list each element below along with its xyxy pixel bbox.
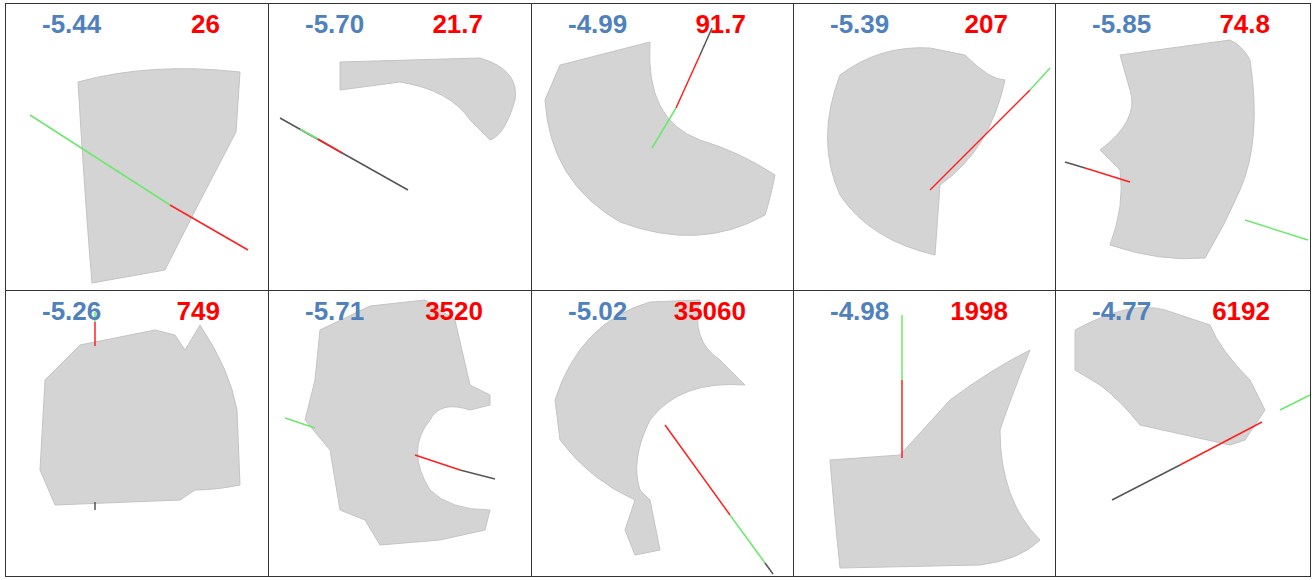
axis-line: [901, 380, 903, 458]
surface-patch: [340, 58, 516, 140]
axis-line: [676, 55, 700, 108]
axis-line: [930, 90, 1030, 190]
axis-line: [170, 205, 248, 250]
count-value: 74.8: [1219, 10, 1270, 39]
surface-patch: [555, 300, 745, 555]
axis-line: [1245, 220, 1308, 240]
axis-line: [765, 563, 773, 574]
energy-value: -5.71: [305, 297, 364, 326]
score-row: -5.39 207: [794, 10, 1008, 39]
surface-patch: [828, 48, 1006, 255]
energy-value: -4.77: [1092, 297, 1151, 326]
count-value: 207: [965, 10, 1008, 39]
result-panel: -5.85 74.8: [1055, 3, 1311, 291]
energy-value: -4.98: [830, 297, 889, 326]
axis-line: [1085, 168, 1130, 182]
result-panel: -4.98 1998: [793, 290, 1056, 577]
energy-value: -5.85: [1092, 10, 1151, 39]
axis-line: [318, 139, 342, 153]
surface-patch: [1100, 40, 1254, 259]
axis-line: [665, 425, 730, 515]
energy-value: -5.39: [830, 10, 889, 39]
axis-line: [1280, 395, 1310, 410]
score-row: -4.77 6192: [1056, 297, 1270, 326]
result-panel: -5.70 21.7: [268, 3, 532, 291]
energy-value: -5.02: [568, 297, 627, 326]
axis-line: [1030, 68, 1050, 90]
score-row: -5.44 26: [6, 10, 220, 39]
count-value: 21.7: [432, 10, 483, 39]
count-value: 91.7: [695, 10, 746, 39]
score-row: -4.98 1998: [794, 297, 1008, 326]
score-row: -5.26 749: [6, 297, 220, 326]
axis-line: [94, 322, 96, 346]
energy-value: -4.99: [568, 10, 627, 39]
result-panel: -4.99 91.7: [531, 3, 794, 291]
axis-line: [730, 515, 765, 563]
surface-patch: [305, 300, 490, 545]
axis-line: [285, 418, 315, 428]
surface-patch: [40, 325, 240, 505]
score-row: -5.71 3520: [269, 297, 483, 326]
axis-line: [30, 115, 170, 205]
count-value: 3520: [425, 297, 483, 326]
result-panel: -5.26 749: [5, 290, 269, 577]
count-value: 749: [177, 297, 220, 326]
score-row: -4.99 91.7: [532, 10, 746, 39]
result-panel: -5.39 207: [793, 3, 1056, 291]
axis-line: [460, 470, 495, 479]
energy-value: -5.44: [42, 10, 101, 39]
result-panel: -5.44 26: [5, 3, 269, 291]
surface-patch: [78, 69, 240, 283]
surface-patch: [545, 42, 775, 235]
count-value: 26: [191, 10, 220, 39]
count-value: 35060: [674, 297, 746, 326]
result-panel: -4.77 6192: [1055, 290, 1311, 577]
count-value: 6192: [1212, 297, 1270, 326]
surface-patch: [1075, 308, 1265, 446]
axis-line: [1065, 162, 1085, 168]
score-row: -5.02 35060: [532, 297, 746, 326]
score-row: -5.85 74.8: [1056, 10, 1270, 39]
axis-line: [280, 118, 408, 190]
axis-line: [1112, 465, 1180, 500]
energy-value: -5.70: [305, 10, 364, 39]
axis-line: [300, 129, 318, 139]
axis-line: [1180, 422, 1262, 465]
axis-line: [901, 315, 903, 380]
surface-patch: [830, 350, 1040, 568]
axis-line: [94, 502, 96, 510]
result-panel: -5.02 35060: [531, 290, 794, 577]
axis-line: [415, 455, 460, 470]
result-panel: -5.71 3520: [268, 290, 532, 577]
score-row: -5.70 21.7: [269, 10, 483, 39]
count-value: 1998: [950, 297, 1008, 326]
energy-value: -5.26: [42, 297, 101, 326]
axis-line: [652, 108, 676, 148]
